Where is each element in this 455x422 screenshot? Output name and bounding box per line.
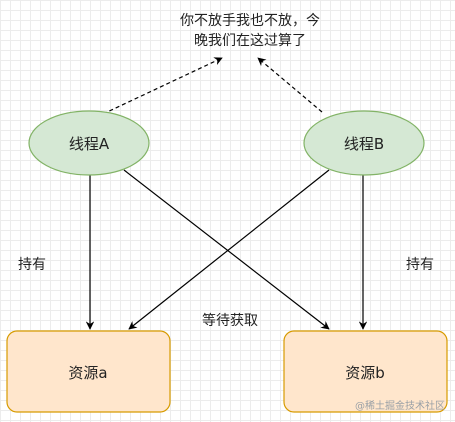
arrow-thread-a-waits-resource-b <box>123 169 330 330</box>
edge-label-hold-left: 持有 <box>18 257 46 273</box>
resource-b-label: 资源b <box>345 364 385 382</box>
caption-line-2: 晚我们在这过算了 <box>194 33 306 49</box>
arrow-thread-b-waits-resource-a <box>128 169 330 330</box>
thread-a-node <box>28 110 150 176</box>
dashed-arrow-thread-a-to-caption <box>102 57 223 115</box>
edge-label-wait: 等待获取 <box>202 313 258 329</box>
resource-a-node <box>6 330 171 413</box>
resource-a-label: 资源a <box>68 364 108 382</box>
thread-a-label: 线程A <box>68 135 110 153</box>
caption-line-1: 你不放手我也不放，今 <box>180 13 320 29</box>
thread-b-label: 线程B <box>343 135 385 153</box>
resource-b-node <box>283 330 448 413</box>
dashed-arrow-thread-b-to-caption <box>257 57 323 113</box>
watermark-text: @稀土掘金技术社区 <box>355 401 445 412</box>
edge-label-hold-right: 持有 <box>406 257 434 273</box>
thread-b-node <box>303 110 425 176</box>
